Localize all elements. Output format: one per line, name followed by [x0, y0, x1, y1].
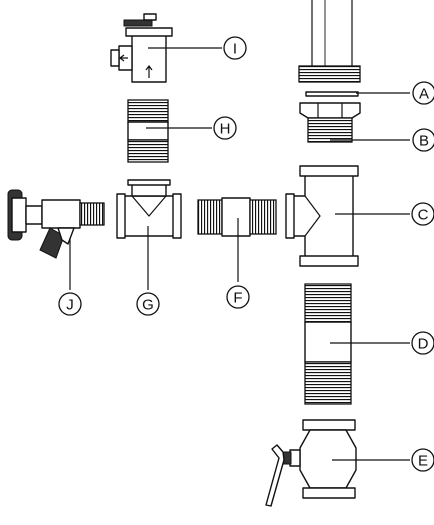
- part-a-washer: [305, 91, 359, 97]
- callout-a: A: [412, 81, 434, 105]
- part-f-hex-nipple: [197, 197, 277, 237]
- callout-d-label: D: [418, 336, 429, 353]
- part-b-hex-nipple: [299, 102, 361, 143]
- callout-b: B: [412, 128, 434, 152]
- callout-b-label: B: [419, 133, 429, 150]
- part-j-drain-valve: [7, 189, 105, 259]
- callout-e-label: E: [418, 453, 428, 470]
- part-h-short-nipple: [127, 99, 169, 163]
- part-d-long-nipple: [304, 283, 352, 405]
- callout-c: C: [411, 202, 434, 226]
- callout-d: D: [411, 331, 434, 355]
- callout-g: G: [136, 292, 160, 316]
- part-c-tee-fitting: [285, 165, 359, 267]
- callout-i-label: I: [233, 41, 237, 58]
- part-g-tee-fitting: [116, 179, 182, 239]
- vertical-pipe: [298, 0, 361, 83]
- callout-f: F: [226, 285, 250, 309]
- callout-i: I: [223, 36, 247, 60]
- callout-h: H: [213, 116, 237, 140]
- part-i-safety-valve: [110, 13, 173, 83]
- callout-c-label: C: [418, 207, 429, 224]
- callout-h-label: H: [220, 121, 231, 138]
- callout-j: J: [58, 292, 82, 316]
- callout-e: E: [411, 448, 434, 472]
- callout-j-label: J: [66, 297, 74, 314]
- callout-a-label: A: [419, 86, 429, 103]
- callout-g-label: G: [142, 297, 154, 314]
- leader-lines: [69, 47, 410, 461]
- part-e-ball-valve: [265, 419, 357, 507]
- callout-f-label: F: [233, 290, 242, 307]
